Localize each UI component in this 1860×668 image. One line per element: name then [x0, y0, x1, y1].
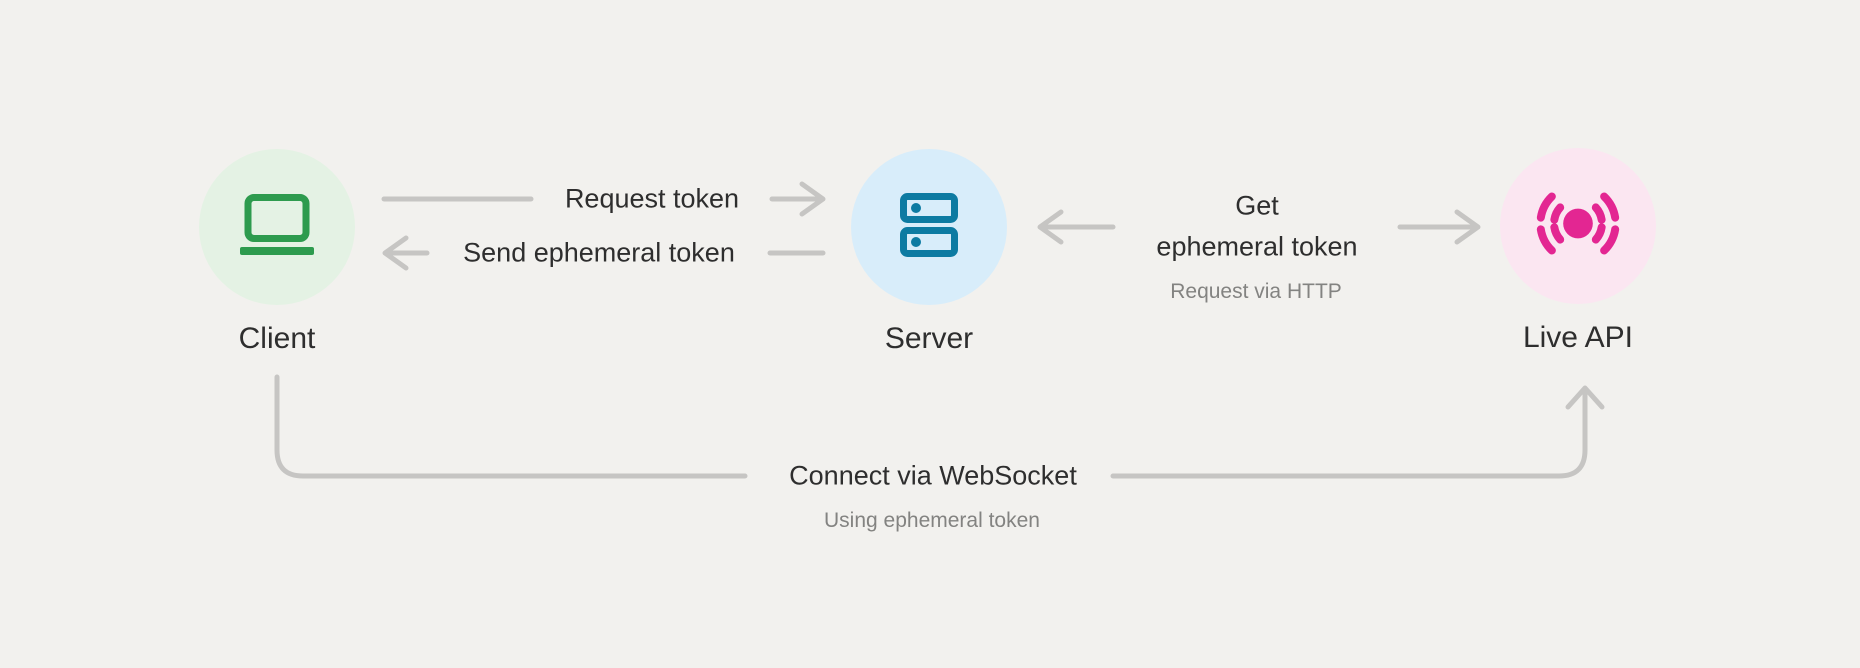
node-server: Server [851, 149, 1007, 356]
node-live-api: Live API [1500, 148, 1656, 355]
connect-via-websocket-label: Connect via WebSocket [789, 460, 1077, 491]
request-token-label: Request token [564, 183, 740, 214]
live-api-label: Live API [1522, 321, 1634, 354]
get-token-arrowhead-right [1454, 209, 1481, 245]
server-icon [900, 192, 958, 262]
send-ephemeral-token-label: Send ephemeral token [463, 237, 735, 268]
websocket-arrowhead-up [1565, 385, 1605, 410]
get-ephemeral-token-label: Get ephemeral token [1156, 190, 1358, 262]
request-via-http-sublabel: Request via HTTP [1170, 280, 1342, 303]
server-circle [851, 149, 1007, 305]
client-label: Client [238, 322, 316, 355]
laptop-icon [239, 193, 315, 261]
server-label: Server [884, 322, 974, 355]
websocket-line-right [1110, 389, 1588, 479]
broadcast-icon [1523, 187, 1633, 265]
live-api-circle [1500, 148, 1656, 304]
node-client: Client [199, 149, 355, 356]
websocket-line-left [274, 374, 748, 479]
client-circle [199, 149, 355, 305]
using-ephemeral-token-sublabel: Using ephemeral token [824, 509, 1040, 532]
request-token-arrowhead-right [799, 181, 826, 217]
